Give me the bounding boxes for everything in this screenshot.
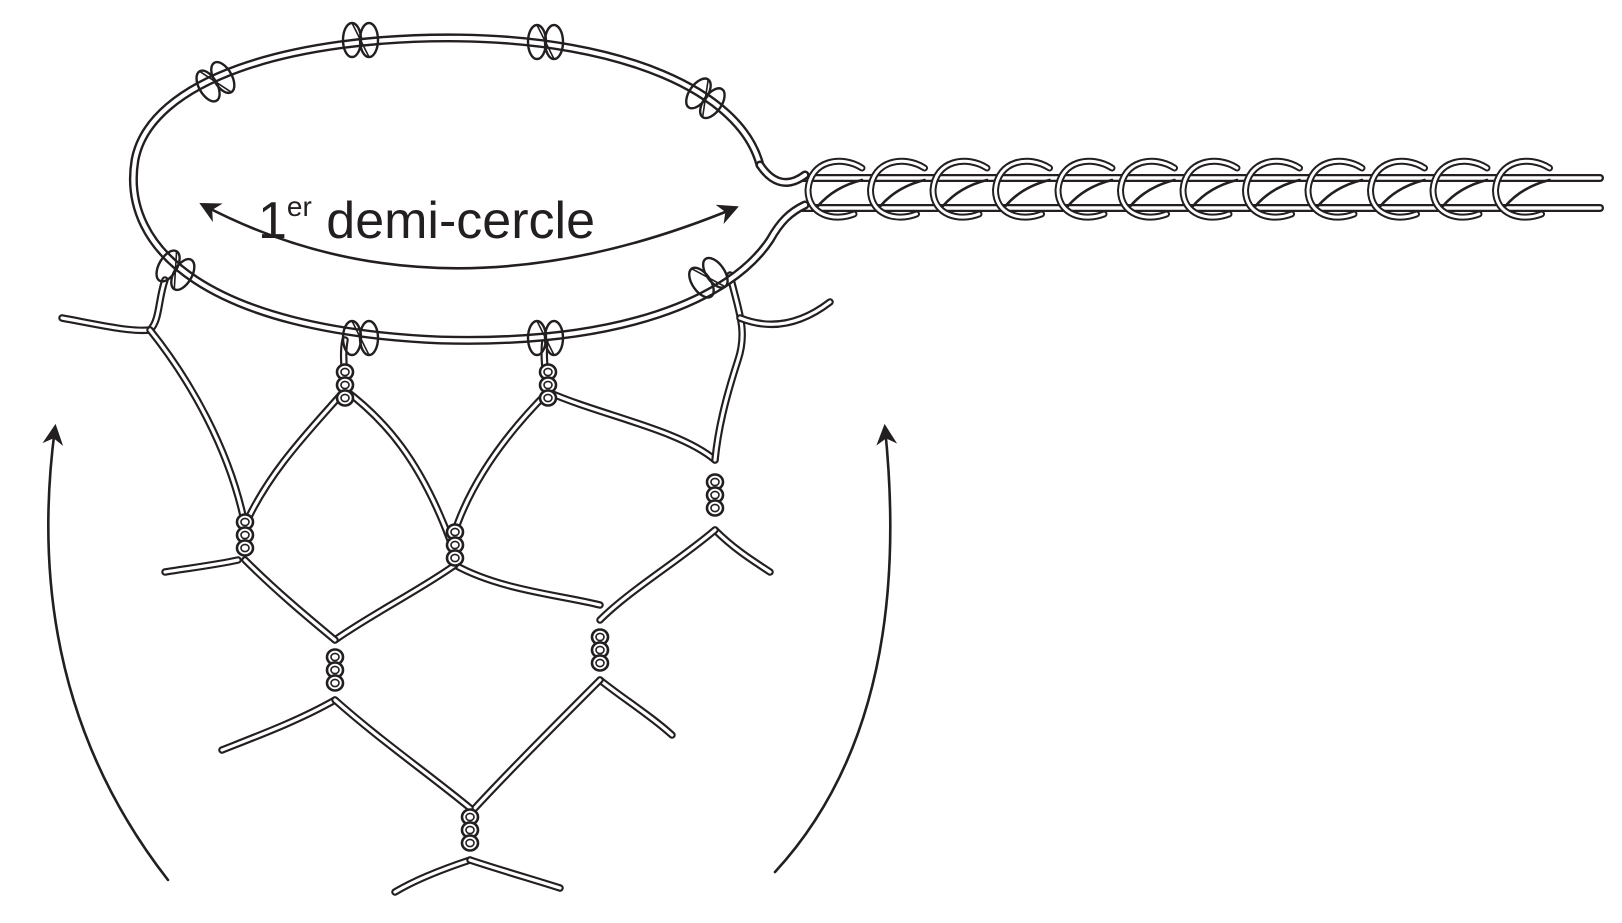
mesh-twist-knot <box>445 523 465 567</box>
mesh-twist-knot <box>590 628 610 672</box>
label-text: demi-cercle <box>312 192 595 250</box>
mesh-twist-knot <box>335 363 355 407</box>
handle-coil-loop <box>1054 157 1116 221</box>
mesh-wire-21 <box>391 856 474 896</box>
half-circle-label: 1er demi-cercle <box>258 191 595 250</box>
mesh-wire-15 <box>331 561 459 644</box>
mesh-wire-11 <box>736 298 834 329</box>
handle-coil-loop <box>804 157 866 221</box>
mesh-wire-1 <box>58 276 169 335</box>
mesh-wire-19 <box>218 696 339 754</box>
hexagonal-mesh <box>58 271 834 896</box>
label-number: 1 <box>258 192 287 250</box>
handle-coil-loop <box>1241 157 1303 221</box>
mesh-wire-3 <box>161 556 242 576</box>
mesh-wire-17 <box>596 676 676 739</box>
mesh-wire-6 <box>341 386 454 544</box>
half-circle-double-arrow <box>199 203 739 270</box>
handle-coil-loop <box>991 157 1053 221</box>
mesh-wire-14 <box>451 561 604 609</box>
handle-coil-loop <box>1491 157 1553 221</box>
half-circle-label-group: 1er demi-cercle <box>199 191 739 270</box>
ring-wrap-coil <box>341 21 380 59</box>
mesh-wire-5 <box>241 386 349 529</box>
ring-wrap-coil <box>685 77 726 120</box>
ring-wrap-coil <box>341 319 380 357</box>
ring-wrap-coil <box>688 256 729 299</box>
ring-wrap-coil <box>526 319 565 357</box>
mesh-wire-10 <box>711 271 746 464</box>
handle-coil-loop <box>1429 157 1491 221</box>
mesh-wire-12 <box>711 526 774 576</box>
label-superscript: er <box>287 191 312 222</box>
mesh-wire-20 <box>331 696 474 812</box>
mesh-twist-knot <box>705 473 725 517</box>
handle-coil-loop <box>1179 157 1241 221</box>
mesh-wire-13 <box>596 526 719 624</box>
mesh-wire-18 <box>471 676 604 812</box>
mesh-wire-8 <box>448 388 552 544</box>
mesh-wire-9 <box>544 388 719 464</box>
mesh-wire-16 <box>241 556 339 644</box>
ring-wrap-coil <box>195 60 236 103</box>
right-rotation-arrow <box>773 423 898 874</box>
handle-coil-loop <box>866 157 928 221</box>
mesh-wire-2 <box>146 326 249 529</box>
mesh-twist-knot <box>235 513 255 557</box>
ring-wrap-coil <box>526 23 565 61</box>
twisted-wire-handle <box>796 157 1604 221</box>
handle-coil-loop <box>1366 157 1428 221</box>
mesh-wire-22 <box>466 856 564 892</box>
handle-coil-loop <box>929 157 991 221</box>
mesh-twist-knot <box>325 648 345 692</box>
handle-coil-loop <box>1304 157 1366 221</box>
ring-wire-tail <box>755 160 810 187</box>
handle-coil-loop <box>1116 157 1178 221</box>
mesh-twist-knot <box>460 808 480 852</box>
wire-ring <box>129 21 810 357</box>
ring-wrap-coil <box>155 249 196 292</box>
mesh-twist-knot <box>538 363 558 407</box>
left-rotation-arrow <box>42 423 170 882</box>
